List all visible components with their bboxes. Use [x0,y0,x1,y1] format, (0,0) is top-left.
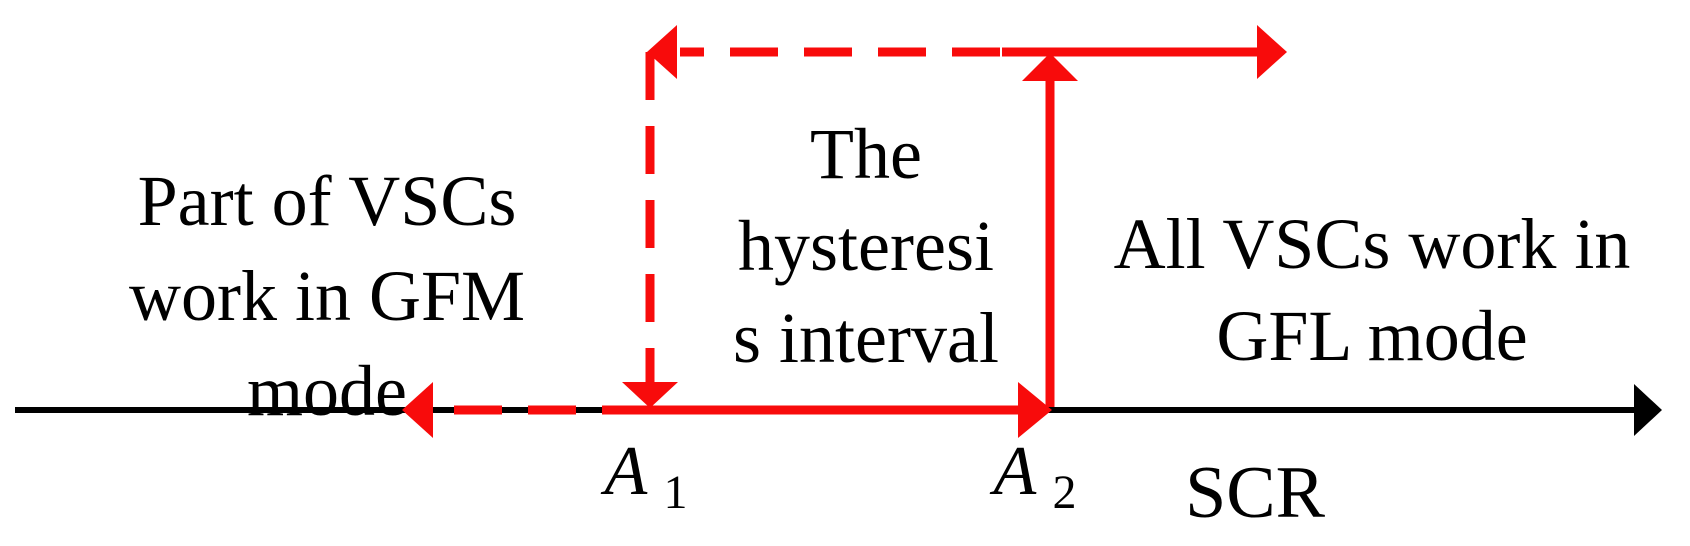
threshold-a1-label: A 1 [601,433,688,519]
dashed-path-top-left-arrowhead [647,25,677,79]
right-region-line-2: GFL mode [1216,296,1527,376]
left-region-line-1: Part of VSCs [138,161,517,241]
dashed-path-down-arrowhead [622,382,678,408]
left-region-label: Part of VSCs work in GFM mode [129,161,525,431]
left-region-line-2: work in GFM [129,256,525,336]
right-region-line-1: All VSCs work in [1114,204,1631,284]
middle-region-label: The hysteresi s interval [733,114,999,378]
scr-axis-arrowhead [1634,384,1662,436]
threshold-a1-base: A [601,433,648,510]
middle-region-line-3: s interval [733,298,999,378]
middle-region-line-1: The [810,114,922,194]
solid-path-top-right-arrowhead [1257,25,1287,79]
left-region-line-3: mode [247,351,407,431]
threshold-a1-subscript: 1 [664,466,688,519]
dashed-path-left-arrowhead [402,382,433,438]
threshold-a2-base: A [990,433,1037,510]
threshold-a2-label: A 2 [990,433,1077,519]
solid-path-right-arrowhead [1018,382,1052,438]
right-region-label: All VSCs work in GFL mode [1114,204,1631,376]
solid-path-up-arrowhead [1022,53,1078,81]
middle-region-line-2: hysteresi [738,206,994,286]
scr-axis-label: SCR [1185,452,1326,534]
threshold-a2-subscript: 2 [1053,466,1077,519]
